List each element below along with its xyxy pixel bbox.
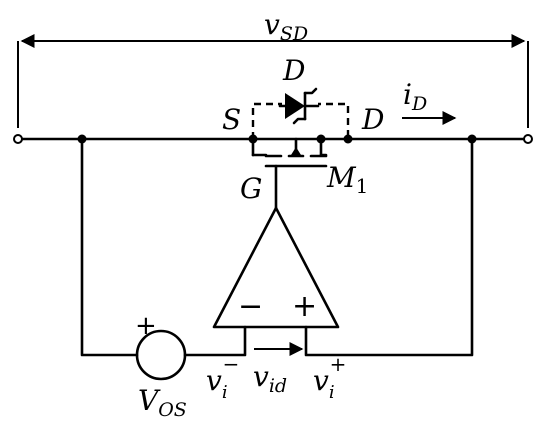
vi-minus-label: vi− bbox=[206, 352, 239, 403]
drain-label: D bbox=[361, 103, 384, 136]
left-terminal bbox=[13, 134, 23, 144]
junction-drain bbox=[343, 134, 353, 144]
opamp-minus-input: − bbox=[238, 289, 263, 324]
vid-label: vid bbox=[253, 360, 287, 397]
non-inverting-input-wire bbox=[304, 137, 474, 357]
opamp-triangle bbox=[212, 206, 340, 329]
diode-label: D bbox=[282, 54, 305, 87]
mosfet-label: M1 bbox=[326, 161, 368, 198]
vos-source bbox=[135, 329, 187, 381]
body-diode bbox=[251, 87, 350, 139]
vsd-label: vSD bbox=[264, 8, 308, 45]
vos-label: VOS bbox=[138, 384, 187, 421]
left-feedback-wire bbox=[80, 137, 139, 357]
drain-current-label: iD bbox=[403, 78, 427, 115]
vos-plus-sign: + bbox=[135, 311, 157, 341]
gate-label: G bbox=[240, 172, 262, 205]
inverting-input-wire bbox=[183, 325, 247, 357]
vsd-dimension-arrow bbox=[17, 34, 529, 128]
source-label: S bbox=[222, 103, 241, 136]
vi-plus-label: vi+ bbox=[313, 352, 346, 403]
opamp-plus-input: + bbox=[292, 289, 317, 324]
right-terminal bbox=[523, 134, 533, 144]
mosfet-m1 bbox=[251, 137, 328, 210]
